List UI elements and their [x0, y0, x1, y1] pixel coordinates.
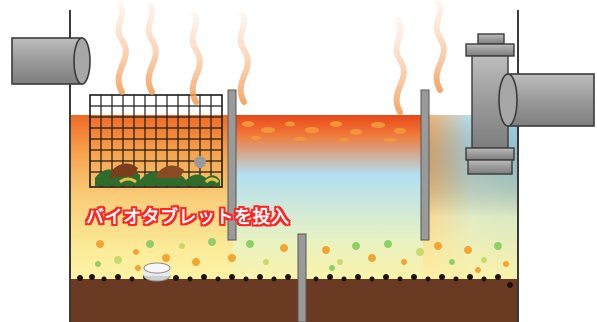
exhaust-pipe-right-icon — [465, 33, 595, 175]
partition-right — [420, 89, 430, 241]
grill-food — [95, 156, 220, 186]
fire-surface — [242, 121, 406, 142]
partition-bottom — [297, 233, 307, 322]
tank-middle-fill — [233, 115, 423, 285]
soil-layer — [70, 279, 518, 322]
partition-left — [227, 89, 237, 241]
bio-tablet-icon — [143, 262, 171, 282]
partitions — [227, 89, 430, 322]
grill-rack-icon — [89, 94, 223, 188]
heat-waves-icon — [115, 0, 447, 115]
particles — [95, 238, 509, 273]
bio-tablet-label: バイオタブレットを投入 — [86, 207, 290, 228]
tank-left-fill — [70, 115, 233, 285]
exhaust-pipe-left-icon — [11, 37, 91, 85]
